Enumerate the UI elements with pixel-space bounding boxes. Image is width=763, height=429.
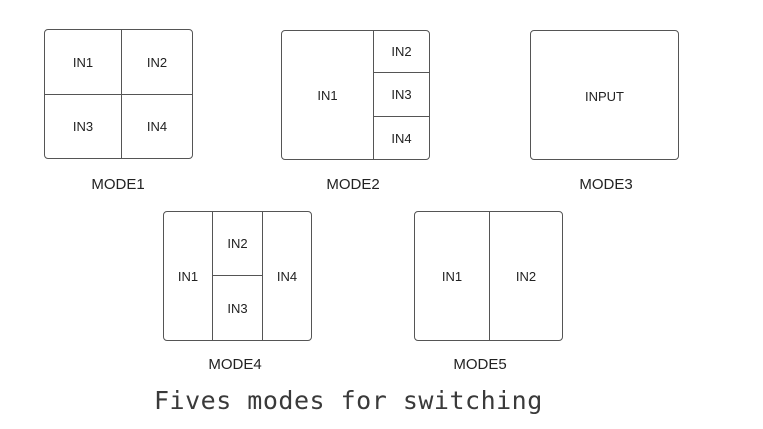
mode4-cell-in2: IN2: [212, 212, 262, 275]
mode5-label: MODE5: [453, 356, 507, 373]
mode5-cell-in1: IN1: [441, 268, 463, 284]
mode4-label: MODE4: [208, 356, 262, 373]
mode2-layout-diagram: IN1 IN2 IN3 IN4: [281, 30, 430, 160]
mode3-cell-input: INPUT: [585, 89, 624, 104]
mode1-cell-in1: IN1: [72, 54, 94, 70]
mode2-cell-in4: IN4: [373, 116, 429, 159]
mode2-cell-in1: IN1: [317, 87, 338, 103]
mode1-cell-in3: IN3: [45, 94, 121, 158]
mode2-cell-in3: IN3: [373, 72, 429, 116]
mode1-cell-in2: IN2: [121, 30, 192, 94]
mode5-cell-in2: IN2: [489, 212, 562, 340]
mode2-label: MODE2: [326, 176, 380, 193]
mode5-layout-diagram: IN1 IN2: [414, 211, 563, 341]
mode1-cell-in4: IN4: [121, 94, 192, 158]
mode4-cell-in3: IN3: [212, 275, 262, 340]
mode3-layout-diagram: INPUT: [530, 30, 679, 160]
mode3-label: MODE3: [579, 176, 633, 193]
mode4-cell-in4: IN4: [262, 212, 311, 340]
mode4-cell-in1: IN1: [177, 268, 199, 284]
mode4-layout-diagram: IN1 IN2 IN3 IN4: [163, 211, 312, 341]
diagram-caption: Fives modes for switching: [154, 386, 543, 415]
mode1-label: MODE1: [91, 176, 145, 193]
mode2-cell-in2: IN2: [373, 31, 429, 72]
mode1-layout-diagram: IN1 IN2 IN3 IN4: [44, 29, 193, 159]
